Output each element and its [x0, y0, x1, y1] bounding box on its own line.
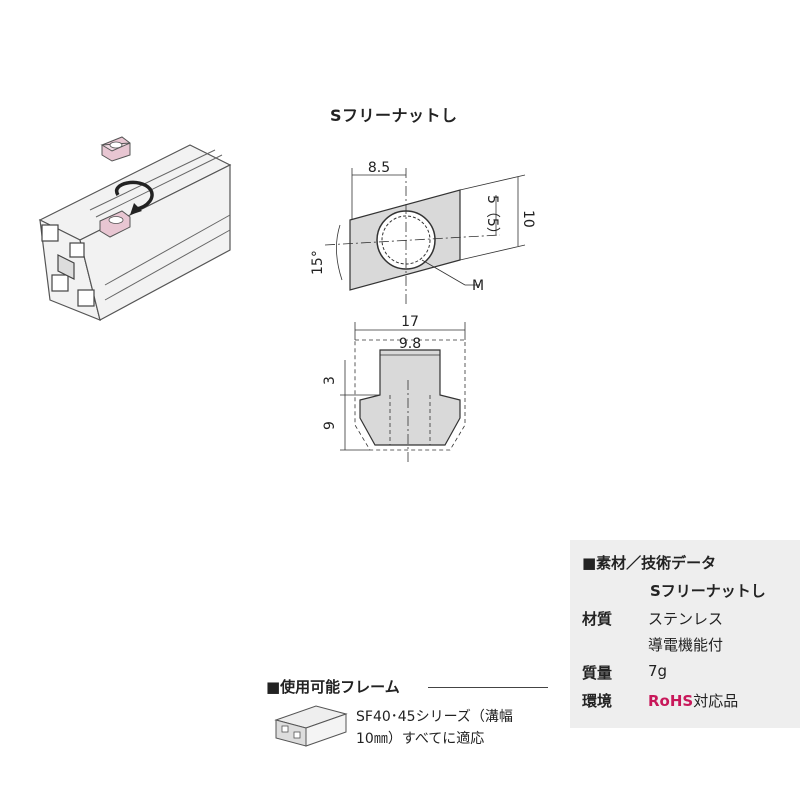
rohs-label: RoHS: [648, 692, 694, 710]
usage-description: SF40･45シリーズ（溝幅 10㎜）すべてに適応: [356, 706, 513, 750]
rotation-arrow-icon: [114, 180, 154, 215]
frame-nut-illustration: [38, 136, 232, 321]
usage-line-2: 10㎜）すべてに適応: [356, 731, 485, 747]
diagram-title: Sフリーナットし: [330, 106, 458, 125]
dim-5: 5（5）: [484, 195, 500, 241]
spec-product: Sフリーナットし: [650, 582, 766, 600]
usage-line-1: SF40･45シリーズ（溝幅: [356, 709, 513, 725]
rohs-suffix: 対応品: [693, 692, 739, 710]
dim-9: 9: [322, 421, 338, 430]
dim-17: 17: [401, 314, 419, 330]
nut-front-view: [359, 349, 461, 446]
spec-heading: ■素材／技術データ: [582, 554, 717, 572]
dim-3: 3: [322, 376, 338, 385]
spec-env-value: RoHS対応品: [648, 690, 738, 711]
spec-material-key: 材質: [582, 610, 613, 628]
spec-panel: [570, 540, 800, 728]
inserted-nut-icon: [99, 210, 131, 238]
spec-mass-key: 質量: [582, 664, 613, 682]
profile-end-face: [41, 224, 95, 307]
usage-heading: ■使用可能フレーム: [266, 678, 400, 696]
spec-mass-value: 7g: [648, 662, 668, 680]
usage-divider: [428, 687, 548, 688]
label-m: M: [472, 278, 484, 294]
technical-drawing: 8.5 10 5（5） 15° M 17 9.8 3 9: [310, 160, 536, 465]
dim-10: 10: [520, 210, 536, 228]
dim-8-5: 8.5: [368, 160, 390, 176]
spec-material-value-2: 導電機能付: [648, 636, 724, 654]
floating-nut-icon: [100, 136, 131, 162]
aluminum-frame: [38, 144, 232, 321]
dim-15-deg: 15°: [310, 250, 326, 275]
dim-9-8: 9.8: [399, 336, 421, 352]
spec-env-key: 環境: [582, 692, 613, 710]
spec-material-value-1: ステンレス: [648, 610, 724, 628]
frame-profile-icon: [274, 705, 348, 747]
